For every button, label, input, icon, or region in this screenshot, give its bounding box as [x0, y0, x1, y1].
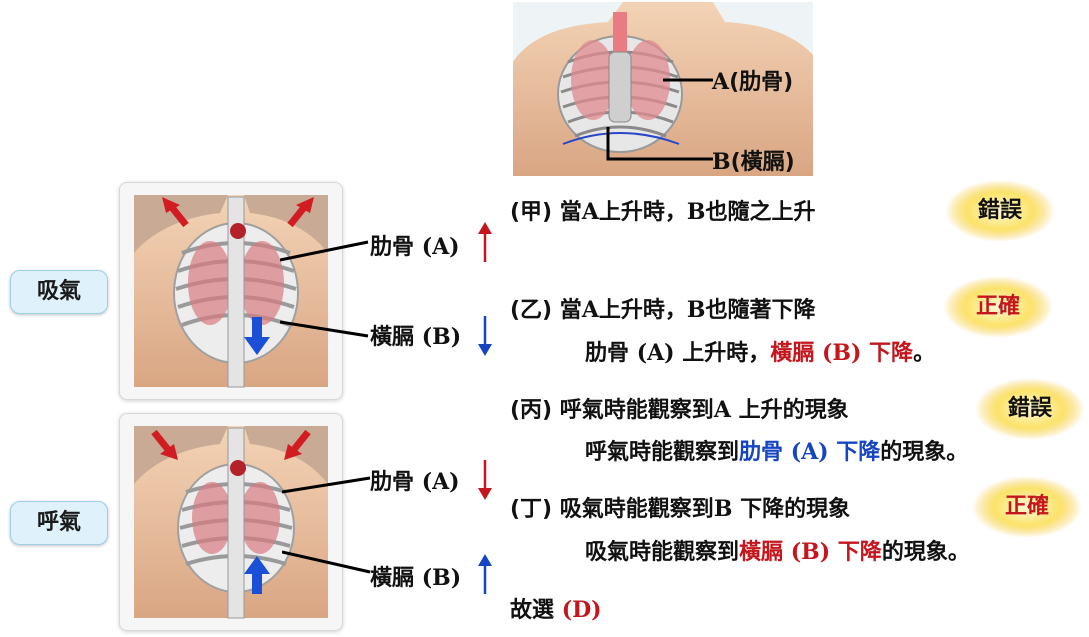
label-b-letter: B — [712, 149, 731, 175]
inhale-panel — [119, 182, 343, 400]
exhale-dia-letter: (B) — [421, 565, 462, 591]
label-b-name: (橫膈) — [730, 150, 795, 175]
option-tag: (丙) — [510, 398, 553, 423]
verdict-badge-bing: 錯誤 — [975, 378, 1085, 440]
highlight-letter: (A) — [790, 439, 829, 465]
option-tag: (丁) — [510, 497, 553, 522]
answer-prefix: 故選 — [510, 598, 555, 623]
text: 的現象。 — [881, 540, 970, 565]
label-a-rib: A(肋骨) — [712, 64, 793, 96]
text: 肋骨 — [585, 341, 630, 366]
explanation-bing: 呼氣時能觀察到肋骨 (A) 下降的現象。 — [585, 434, 968, 466]
label-a-letter: A — [712, 69, 730, 95]
text: 的現象。 — [880, 440, 969, 465]
top-figure: A(肋骨) B(橫膈) — [513, 2, 819, 176]
verdict-text: 錯誤 — [977, 198, 1022, 223]
text: 上升的現象 — [738, 398, 849, 423]
inhale-dia-text: 橫膈 — [370, 325, 415, 350]
text: 吸氣時能觀察到 — [585, 540, 740, 565]
verdict-badge-yi: 正確 — [943, 276, 1053, 338]
letter-a: A — [581, 199, 599, 225]
starburst-icon — [975, 378, 1085, 440]
text: 下降的現象 — [740, 497, 851, 522]
diaphragm-up-arrow — [244, 556, 270, 594]
exhale-diaphragm-label: 橫膈 (B) — [370, 560, 461, 592]
letter-a: A — [713, 397, 731, 423]
highlight-letter: (B) — [790, 539, 831, 565]
highlight: 下降 — [837, 540, 882, 565]
starburst-icon — [972, 476, 1082, 538]
option-ding: (丁) 吸氣時能觀察到B 下降的現象 — [510, 491, 850, 523]
verdict-text: 錯誤 — [1007, 396, 1052, 421]
text: 上升時， — [682, 341, 771, 366]
text: 上升時， — [598, 200, 687, 225]
text: 。 — [913, 341, 936, 366]
text: 上升時， — [598, 298, 687, 323]
option-tag: (乙) — [510, 298, 553, 323]
letter-a: A — [581, 297, 599, 323]
label-a-name: (肋骨) — [729, 70, 794, 95]
text: 吸氣時能觀察到 — [559, 497, 714, 522]
arrow-down-icon — [478, 316, 492, 356]
starburst-icon — [945, 180, 1055, 242]
text: 也隨之上升 — [705, 200, 816, 225]
explanation-ding: 吸氣時能觀察到橫膈 (B) 下降的現象。 — [585, 534, 970, 566]
highlight-letter: (B) — [821, 340, 862, 366]
diaphragm-down-arrow — [244, 317, 270, 355]
inhale-rib-label: 肋骨 (A) — [370, 229, 460, 261]
letter-b: B — [686, 199, 706, 225]
letter: (A) — [636, 340, 675, 366]
label-b-diaphragm: B(橫膈) — [712, 144, 795, 176]
verdict-text: 正確 — [1004, 494, 1049, 519]
highlight: 肋骨 — [739, 440, 784, 465]
rib-up-arrows — [162, 197, 314, 228]
option-tag: (甲) — [510, 200, 553, 225]
exhale-chest-illustration — [134, 426, 328, 619]
verdict-badge-ding: 正確 — [972, 476, 1082, 538]
exhale-panel — [119, 413, 343, 631]
rib-down-arrows — [151, 429, 311, 460]
letter-b: B — [686, 297, 706, 323]
highlight: 下降 — [869, 341, 914, 366]
arrow-up-icon — [478, 554, 492, 594]
exhale-rib-label: 肋骨 (A) — [370, 464, 460, 496]
arrow-up-icon — [478, 222, 492, 262]
verdict-text: 正確 — [975, 294, 1020, 319]
exhale-rib-text: 肋骨 — [370, 470, 415, 495]
text: 呼氣時能觀察到 — [559, 398, 714, 423]
exhale-rib-letter: (A) — [421, 469, 460, 495]
text: 也隨著下降 — [705, 298, 816, 323]
explanation-yi: 肋骨 (A) 上升時，橫膈 (B) 下降。 — [585, 335, 935, 367]
text: 呼氣時能觀察到 — [585, 440, 740, 465]
inhale-chest-illustration — [134, 195, 328, 388]
inhale-diaphragm-label: 橫膈 (B) — [370, 319, 461, 351]
text: 當 — [559, 200, 582, 225]
verdict-badge-jia: 錯誤 — [945, 180, 1055, 242]
highlight: 橫膈 — [770, 341, 815, 366]
inhale-rib-text: 肋骨 — [370, 235, 415, 260]
inhale-rib-letter: (A) — [421, 234, 460, 260]
answer-choice: (D) — [561, 597, 602, 623]
exhale-dia-text: 橫膈 — [370, 566, 415, 591]
arrow-down-icon — [478, 460, 492, 500]
inhale-dia-letter: (B) — [421, 324, 462, 350]
text: 當 — [559, 298, 582, 323]
exhale-leader-lines — [282, 476, 371, 574]
option-yi: (乙) 當A上升時，B也隨著下降 — [510, 292, 816, 324]
highlight: 下降 — [836, 440, 881, 465]
highlight: 橫膈 — [739, 540, 784, 565]
exhale-pill: 呼氣 — [10, 501, 108, 545]
answer-line: 故選 (D) — [510, 592, 602, 624]
chest-diagram-top — [513, 2, 819, 176]
option-jia: (甲) 當A上升時，B也隨之上升 — [510, 194, 816, 226]
option-bing: (丙) 呼氣時能觀察到A 上升的現象 — [510, 392, 849, 424]
inhale-pill: 吸氣 — [10, 270, 108, 314]
inhale-leader-lines — [280, 240, 369, 338]
letter-b: B — [713, 496, 733, 522]
starburst-icon — [943, 276, 1053, 338]
